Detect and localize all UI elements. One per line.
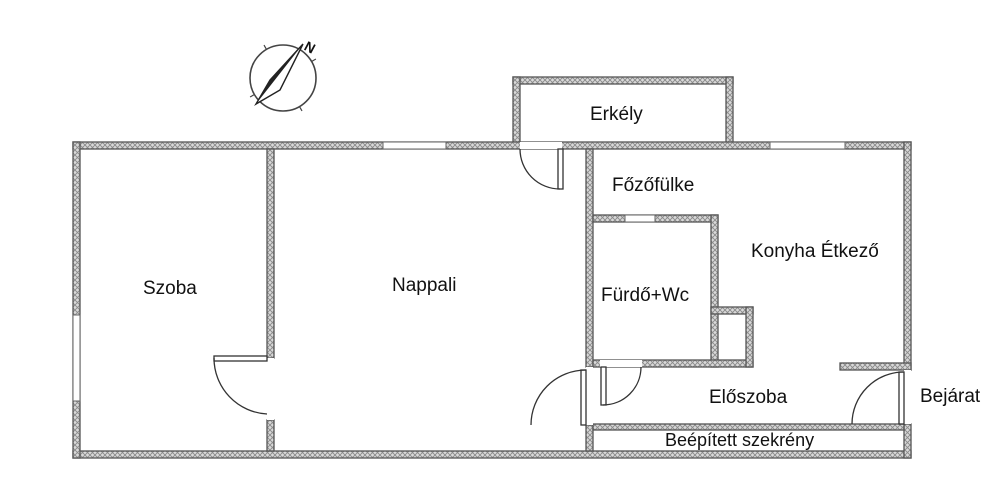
door-nappali — [530, 367, 593, 426]
door-balcony — [519, 142, 564, 190]
door-szoba — [213, 355, 274, 420]
room-label-konyha-etkezo: Konyha Étkező — [751, 241, 879, 262]
room-label-furdo-wc: Fürdő+Wc — [601, 285, 689, 306]
room-label-nappali: Nappali — [392, 275, 456, 296]
outer-walls — [72, 141, 912, 459]
room-label-szoba: Szoba — [143, 278, 197, 299]
room-label-beepitett-szekreny: Beépített szekrény — [665, 430, 814, 450]
door-furdo — [600, 360, 642, 406]
room-label-erkely: Erkély — [590, 104, 643, 125]
room-label-fozofulke: Főzőfülke — [612, 175, 694, 196]
door-entrance — [851, 370, 911, 425]
compass-icon: N — [249, 38, 318, 112]
compass-north-label: N — [302, 38, 318, 57]
room-label-bejarat: Bejárat — [920, 386, 981, 407]
windows — [72, 141, 846, 402]
room-label-eloszoba: Előszoba — [709, 387, 788, 408]
